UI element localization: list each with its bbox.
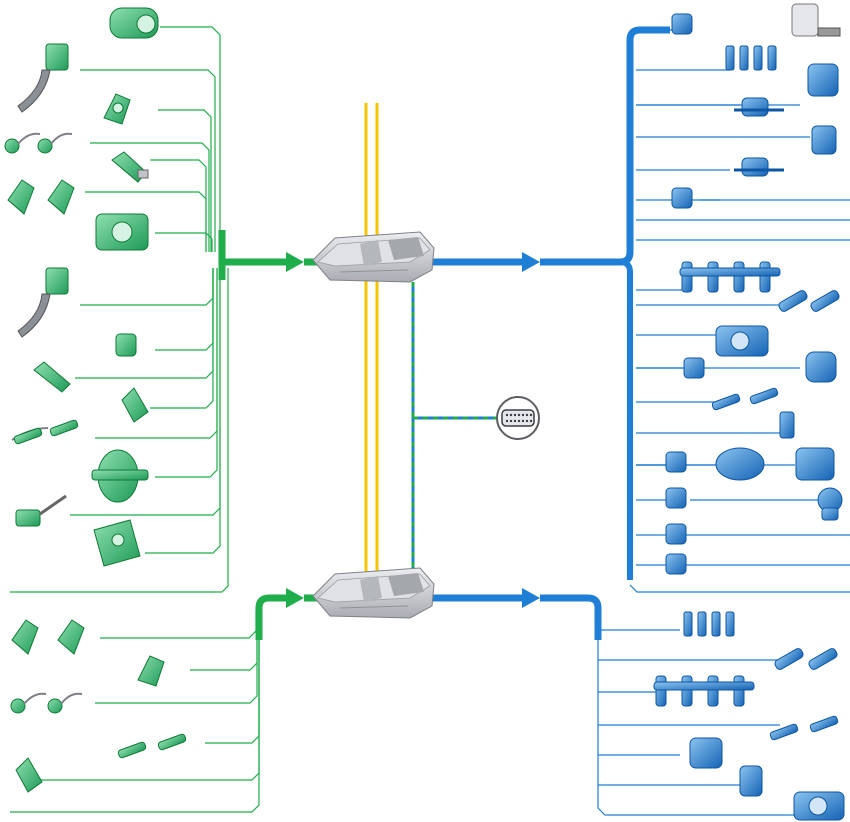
fuel-pressure-sender-icon — [115, 333, 137, 357]
injector-icon — [679, 261, 781, 293]
engine-control-unit-top — [312, 231, 435, 283]
camshaft-adjustment-valve-icon — [778, 290, 840, 312]
brake-servo-pressure-sensor-icon — [91, 449, 149, 503]
electric-fan-icon — [715, 447, 765, 481]
output-bus-top — [629, 29, 850, 593]
clutch-pedal-switch-icon — [17, 267, 69, 338]
pressure-sender-icon — [15, 757, 43, 793]
engine-control-unit-bottom — [312, 567, 435, 619]
relay-icon — [671, 187, 693, 209]
fuel-pump-module-icon — [791, 3, 841, 37]
fuel-pressure-regulating-valve-icon — [689, 737, 723, 769]
hall-sender-icon — [7, 179, 75, 215]
relay-icon — [665, 487, 687, 509]
input-bus-bottom — [10, 610, 260, 813]
injector-icon — [653, 675, 755, 707]
relay-icon — [665, 553, 687, 575]
coolant-temperature-sender-icon — [111, 151, 149, 183]
output-trunk-top — [432, 26, 670, 580]
camshaft-adjustment-valve-icon — [811, 125, 837, 155]
fuel-pressure-regulating-valve-icon — [807, 63, 839, 97]
lambda-probe-heater-icon — [711, 387, 779, 411]
activated-charcoal-valve-icon — [734, 97, 784, 117]
output-components-top — [665, 3, 843, 575]
relay-icon — [665, 523, 687, 545]
relay-icon — [665, 451, 687, 473]
relay-icon — [683, 357, 705, 379]
input-arrow-bottom — [286, 588, 304, 608]
input-components-top — [4, 7, 159, 567]
diagnostic-line — [411, 282, 498, 585]
throttle-valve-module-icon — [715, 325, 769, 357]
input-arrow-top — [286, 252, 304, 272]
throttle-valve-module-icon — [95, 213, 149, 251]
output-trunk-bottom — [432, 588, 602, 640]
coolant-pump-icon — [817, 487, 843, 521]
accelerator-pedal-module-icon — [17, 43, 69, 113]
activated-charcoal-valve-icon — [779, 411, 795, 439]
secondary-air-pump-icon — [805, 351, 837, 383]
output-bus-bottom — [597, 625, 800, 816]
camshaft-adjustment-valve-icon — [774, 648, 838, 670]
pressure-sender-icon — [121, 387, 149, 423]
oil-level-sender-icon — [15, 494, 67, 527]
air-mass-meter-icon — [109, 7, 159, 39]
input-trunk-bottom — [255, 588, 318, 640]
can-bus-lines — [364, 103, 379, 575]
ignition-coil-icon — [725, 45, 777, 71]
lambda-probe-icon — [11, 419, 79, 445]
camshaft-adjustment-valve-icon — [739, 765, 763, 797]
brake-light-switch-icon — [93, 519, 141, 567]
intake-temperature-sender-icon — [33, 361, 71, 393]
engine-speed-sender-icon — [137, 655, 165, 687]
input-bus-top — [10, 26, 229, 593]
engine-speed-sender-icon — [103, 93, 131, 125]
lambda-probe-heater-icon — [769, 715, 839, 741]
ignition-coil-icon — [683, 611, 735, 637]
output-components-bottom — [653, 611, 845, 821]
relay-icon — [671, 13, 693, 35]
lambda-probe-icon — [117, 733, 187, 759]
hall-sender-icon — [11, 619, 85, 655]
fuel-pressure-regulating-valve-icon — [795, 447, 835, 481]
knock-sensor-icon — [4, 132, 73, 154]
output-arrow-bottom — [522, 588, 540, 608]
input-components-bottom — [10, 619, 187, 793]
knock-sensor-icon — [10, 692, 83, 714]
input-trunk-top — [218, 230, 318, 280]
throttle-valve-module-icon — [793, 791, 845, 821]
output-arrow-top — [522, 252, 540, 272]
diagnostic-connector — [496, 396, 540, 440]
activated-charcoal-valve-icon — [734, 157, 784, 177]
